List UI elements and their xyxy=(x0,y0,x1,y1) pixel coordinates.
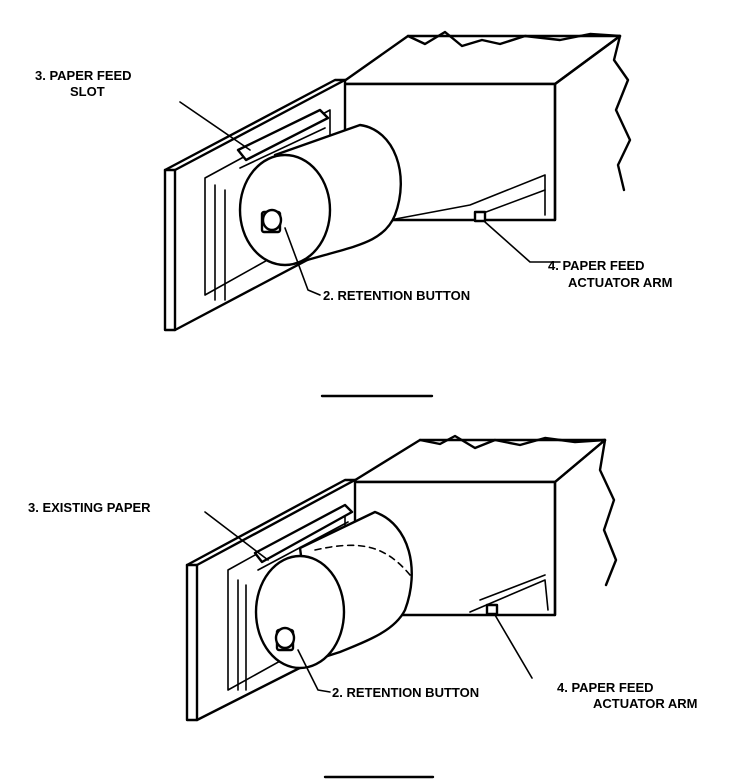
label-actuator-arm-2-line1: 4. PAPER FEED xyxy=(557,680,654,695)
retention-button-2 xyxy=(276,628,294,650)
label-paper-feed-slot: 3. PAPER FEED xyxy=(35,68,132,83)
label-retention-button-2: 2. RETENTION BUTTON xyxy=(332,685,479,700)
label-existing-paper: 3. EXISTING PAPER xyxy=(28,500,151,515)
actuator-arm-marker-2 xyxy=(487,605,497,614)
label-slot-line2: SLOT xyxy=(70,84,105,99)
label-actuator-arm-2-line2: ACTUATOR ARM xyxy=(593,696,697,711)
retention-button xyxy=(262,210,281,232)
actuator-arm-marker xyxy=(475,212,485,221)
label-actuator-arm-line2: ACTUATOR ARM xyxy=(568,275,672,290)
figure-1-paper-feed-slot: 3. PAPER FEED SLOT 2. RETENTION BUTTON 4… xyxy=(35,32,672,330)
label-actuator-arm-line1: 4. PAPER FEED xyxy=(548,258,645,273)
figure-2-existing-paper: 3. EXISTING PAPER 2. RETENTION BUTTON 4.… xyxy=(28,436,697,720)
label-retention-button: 2. RETENTION BUTTON xyxy=(323,288,470,303)
